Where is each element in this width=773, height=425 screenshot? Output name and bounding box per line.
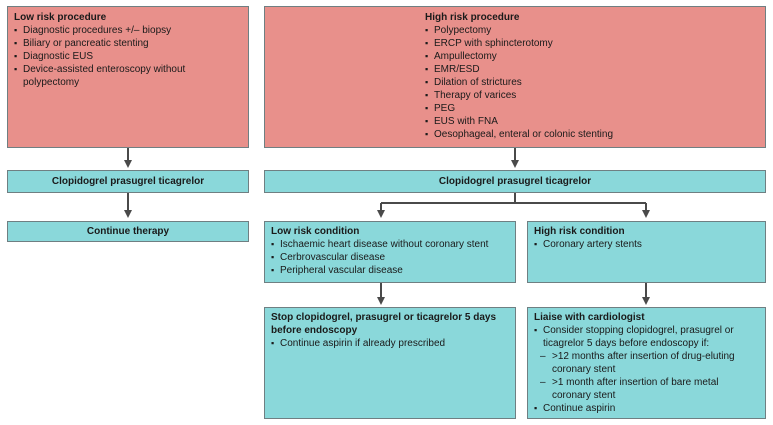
low-risk-condition-list: Ischaemic heart disease without coronary… <box>271 238 509 277</box>
list-item: Oesophageal, enteral or colonic stenting <box>425 128 759 141</box>
low-risk-procedure-box: Low risk procedure Diagnostic procedures… <box>7 6 249 148</box>
high-risk-condition-box: High risk condition Coronary artery sten… <box>527 221 766 283</box>
list-item: Peripheral vascular disease <box>271 264 509 277</box>
liaise-cardiologist-title: Liaise with cardiologist <box>534 312 645 323</box>
list-item: PEG <box>425 102 759 115</box>
list-item: Dilation of strictures <box>425 76 759 89</box>
low-risk-procedure-title: Low risk procedure <box>14 12 107 23</box>
list-item: Continue aspirin if already prescribed <box>271 337 509 350</box>
continue-therapy-box: Continue therapy <box>7 221 249 242</box>
list-item: EMR/ESD <box>425 63 759 76</box>
list-item: Diagnostic EUS <box>14 50 242 63</box>
list-item: Ischaemic heart disease without coronary… <box>271 238 509 251</box>
list-item: Diagnostic procedures +/– biopsy <box>14 24 242 37</box>
low-risk-condition-title: Low risk condition <box>271 226 360 237</box>
high-risk-condition-list: Coronary artery stents <box>534 238 759 251</box>
stop-antiplatelet-title: Stop clopidogrel, prasugrel or ticagrelo… <box>271 312 497 336</box>
list-item: Device-assisted enteroscopy without poly… <box>14 63 242 89</box>
high-risk-procedure-box: High risk procedure Polypectomy ERCP wit… <box>264 6 766 148</box>
liaise-cardiologist-list: Consider stopping clopidogrel, prasugrel… <box>534 324 759 350</box>
high-risk-procedure-list: Polypectomy ERCP with sphincterotomy Amp… <box>425 24 759 141</box>
list-item: Therapy of varices <box>425 89 759 102</box>
list-item: Cerbrovascular disease <box>271 251 509 264</box>
low-risk-condition-box: Low risk condition Ischaemic heart disea… <box>264 221 516 283</box>
list-item: EUS with FNA <box>425 115 759 128</box>
list-item: >1 month after insertion of bare metal c… <box>534 376 759 402</box>
liaise-cardiologist-sublist: >12 months after insertion of drug-eluti… <box>534 350 759 402</box>
list-item: >12 months after insertion of drug-eluti… <box>534 350 759 376</box>
continue-therapy-label: Continue therapy <box>86 226 170 237</box>
liaise-cardiologist-box: Liaise with cardiologist Consider stoppi… <box>527 307 766 419</box>
stop-antiplatelet-list: Continue aspirin if already prescribed <box>271 337 509 350</box>
list-item: Polypectomy <box>425 24 759 37</box>
list-item: Consider stopping clopidogrel, prasugrel… <box>534 324 759 350</box>
drugs-box-right: Clopidogrel prasugrel ticagrelor <box>264 170 766 193</box>
drugs-box-left: Clopidogrel prasugrel ticagrelor <box>7 170 249 193</box>
list-item: Biliary or pancreatic stenting <box>14 37 242 50</box>
drugs-box-right-label: Clopidogrel prasugrel ticagrelor <box>438 176 592 187</box>
stop-antiplatelet-box: Stop clopidogrel, prasugrel or ticagrelo… <box>264 307 516 419</box>
list-item: Ampullectomy <box>425 50 759 63</box>
list-item: ERCP with sphincterotomy <box>425 37 759 50</box>
liaise-cardiologist-list-2: Continue aspirin <box>534 402 759 415</box>
high-risk-procedure-title: High risk procedure <box>425 12 520 23</box>
low-risk-procedure-list: Diagnostic procedures +/– biopsy Biliary… <box>14 24 242 89</box>
drugs-box-left-label: Clopidogrel prasugrel ticagrelor <box>51 176 205 187</box>
list-item: Coronary artery stents <box>534 238 759 251</box>
high-risk-condition-title: High risk condition <box>534 226 625 237</box>
list-item: Continue aspirin <box>534 402 759 415</box>
